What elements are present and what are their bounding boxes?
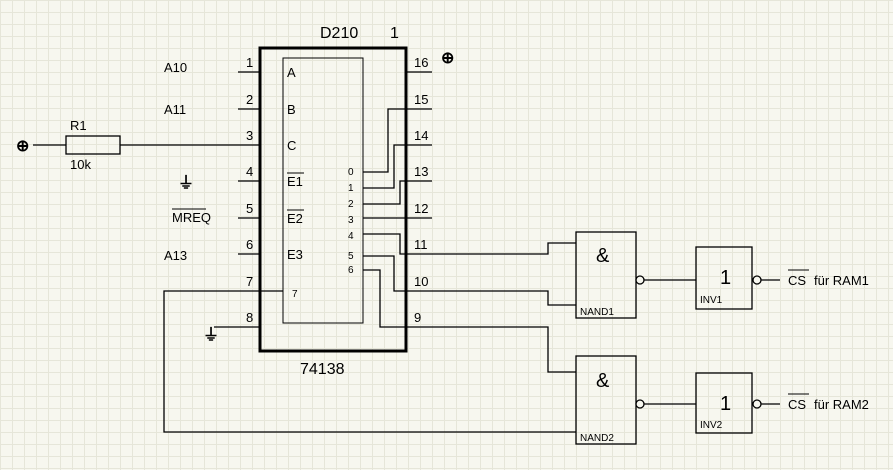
inv2-designator: INV2 bbox=[700, 420, 723, 431]
output-label-3: 3 bbox=[348, 215, 354, 226]
wire-pin11-nand1 bbox=[432, 242, 576, 255]
pin-number-2: 2 bbox=[246, 92, 253, 107]
pin-name-e2: E2 bbox=[287, 211, 303, 226]
wire-pin9-nand2 bbox=[432, 326, 576, 373]
pin-number-14: 14 bbox=[414, 128, 428, 143]
nand1-designator: NAND1 bbox=[580, 307, 614, 318]
resistor-value: 10k bbox=[70, 157, 91, 172]
route-out6-pin9 bbox=[363, 269, 406, 328]
pin-number-9: 9 bbox=[414, 310, 421, 325]
inv1-designator: INV1 bbox=[700, 295, 723, 306]
pin-number-10: 10 bbox=[414, 274, 428, 289]
nand2-output-bubble bbox=[635, 399, 645, 409]
pin-number-5: 5 bbox=[246, 201, 253, 216]
route-out4-pin11 bbox=[363, 233, 406, 255]
wire-pin7-nand2 bbox=[163, 290, 576, 433]
ground-symbol-pin8: ⏚ bbox=[203, 326, 219, 344]
output-label-5: 5 bbox=[348, 251, 354, 262]
ground-symbol-e1: ⏚ bbox=[178, 174, 194, 192]
route-out2-pin13 bbox=[363, 180, 406, 205]
pin-name-e3: E3 bbox=[287, 247, 303, 262]
net-label-a11: A11 bbox=[164, 102, 186, 117]
pin-name-7: 7 bbox=[292, 289, 298, 300]
output-label-2: 2 bbox=[348, 199, 354, 210]
pin-number-3: 3 bbox=[246, 128, 253, 143]
route-out1-pin14 bbox=[363, 144, 406, 189]
inv2-gate[interactable] bbox=[695, 372, 753, 434]
route-out5-pin10 bbox=[363, 255, 406, 292]
nand1-gate[interactable] bbox=[575, 231, 637, 319]
net-label-a10: A10 bbox=[164, 60, 187, 75]
nand1-symbol: & bbox=[596, 245, 610, 267]
ic-body[interactable] bbox=[258, 46, 408, 353]
wire-pin10-nand1 bbox=[432, 290, 576, 306]
pin-number-13: 13 bbox=[414, 164, 428, 179]
inv1-output-bubble bbox=[752, 275, 762, 285]
vcc-symbol-pin16: ⊕ bbox=[441, 50, 454, 67]
pin-number-1: 1 bbox=[246, 55, 253, 70]
inv1-gate[interactable] bbox=[695, 246, 753, 310]
ic-part-number: 74138 bbox=[300, 361, 345, 378]
route-out0-pin15 bbox=[363, 108, 406, 173]
output-ram2-suffix: für RAM2 bbox=[814, 397, 869, 412]
pin-number-16: 16 bbox=[414, 55, 428, 70]
nand2-gate[interactable] bbox=[575, 355, 637, 445]
pin-number-8: 8 bbox=[246, 310, 253, 325]
net-label-a13: A13 bbox=[164, 248, 187, 263]
output-ram1-suffix: für RAM1 bbox=[814, 273, 869, 288]
inv1-symbol: 1 bbox=[720, 267, 731, 289]
net-label-mreq: MREQ bbox=[172, 210, 211, 225]
inv2-symbol: 1 bbox=[720, 393, 731, 415]
output-ram1-signal: CS bbox=[788, 273, 806, 288]
pin-name-b: B bbox=[287, 102, 296, 117]
pin-number-12: 12 bbox=[414, 201, 428, 216]
pin-name-e1: E1 bbox=[287, 174, 303, 189]
nand2-designator: NAND2 bbox=[580, 433, 614, 444]
resistor-r1[interactable] bbox=[65, 135, 121, 155]
ic-designator: D210 bbox=[320, 25, 358, 42]
pin-number-7: 7 bbox=[246, 274, 253, 289]
pin-number-15: 15 bbox=[414, 92, 428, 107]
pin-name-c: C bbox=[287, 138, 296, 153]
nand1-output-bubble bbox=[635, 275, 645, 285]
output-label-0: 0 bbox=[348, 167, 354, 178]
output-label-6: 6 bbox=[348, 265, 354, 276]
pin-number-6: 6 bbox=[246, 237, 253, 252]
output-label-4: 4 bbox=[348, 231, 354, 242]
output-ram2-signal: CS bbox=[788, 397, 806, 412]
pin-number-4: 4 bbox=[246, 164, 253, 179]
resistor-designator: R1 bbox=[70, 118, 87, 133]
pin-name-a: A bbox=[287, 65, 296, 80]
nand2-symbol: & bbox=[596, 370, 610, 392]
ic-inner-frame bbox=[282, 57, 364, 324]
vcc-symbol-r1: ⊕ bbox=[16, 138, 29, 155]
output-label-1: 1 bbox=[348, 183, 354, 194]
ic-unit: 1 bbox=[390, 25, 399, 42]
inv2-output-bubble bbox=[752, 399, 762, 409]
pin-number-11: 11 bbox=[414, 237, 428, 252]
